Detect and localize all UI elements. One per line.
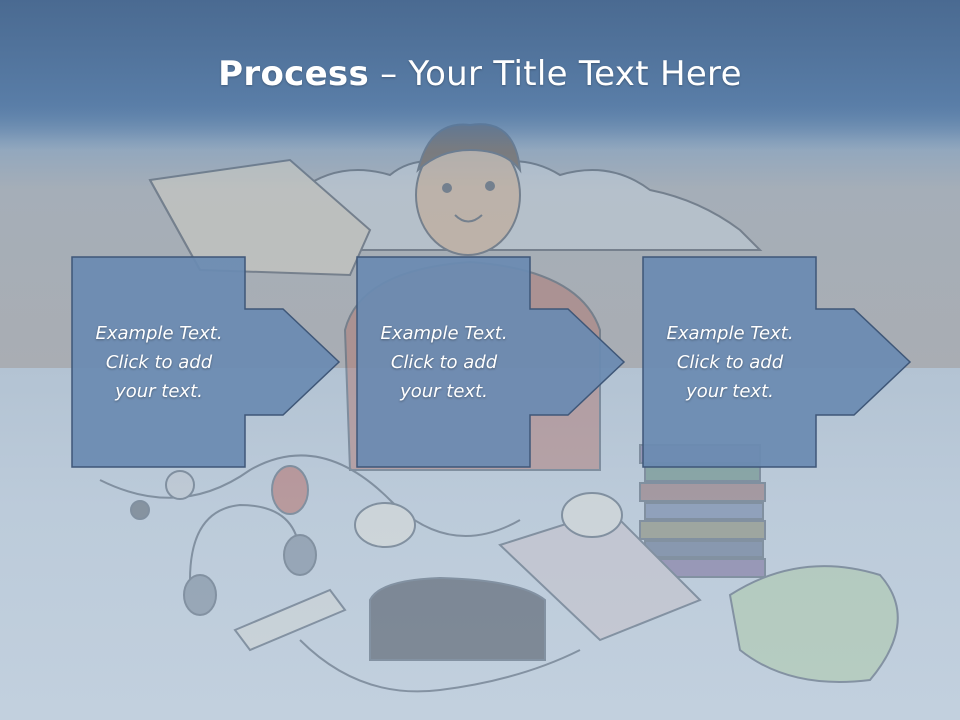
process-step-3[interactable]: Example Text. Click to add your text. <box>642 256 916 468</box>
step-2-text: Example Text. Click to add your text. <box>380 322 508 402</box>
step-1-text: Example Text. Click to add your text. <box>95 322 223 402</box>
title-rest: – Your Title Text Here <box>369 54 742 94</box>
arrow-shape <box>642 256 912 468</box>
title-band <box>0 0 960 150</box>
process-step-2[interactable]: Example Text. Click to add your text. <box>356 256 630 468</box>
process-step-1[interactable]: Example Text. Click to add your text. <box>71 256 345 468</box>
page-title[interactable]: Process – Your Title Text Here <box>0 52 960 96</box>
title-bold: Process <box>218 54 370 94</box>
step-3-text: Example Text. Click to add your text. <box>666 322 794 402</box>
arrow-shape <box>71 256 341 468</box>
arrow-shape <box>356 256 626 468</box>
